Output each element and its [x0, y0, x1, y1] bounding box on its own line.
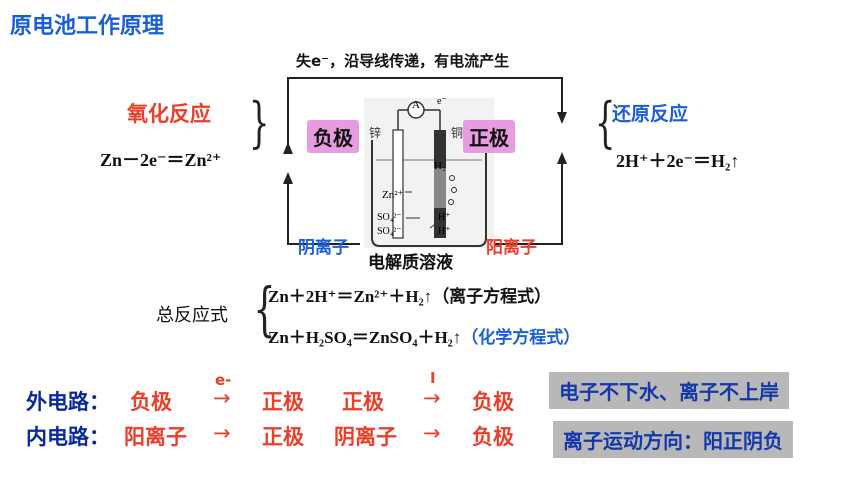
external-wire	[287, 77, 563, 148]
right-brace: {	[594, 91, 616, 154]
external-arrow-2: →	[423, 386, 441, 410]
h-plus-label-2: H⁺	[438, 226, 451, 237]
oxidation-title: 氧化反应	[127, 102, 211, 126]
electron-arrow-label: e-	[215, 371, 232, 389]
internal-arrow-2: →	[423, 421, 441, 445]
internal-wire-right	[470, 158, 563, 245]
external-to-2: 负极	[472, 390, 514, 414]
anode-label: 负极	[307, 120, 359, 153]
cation-label: 阳离子	[486, 238, 537, 258]
zinc-label: 锌	[369, 126, 382, 140]
zinc-electrode	[392, 129, 404, 239]
external-from-2: 正极	[342, 390, 384, 414]
chemical-equation-row: Zn＋H₂SO₄＝ZnSO₄＋H₂↑（化学方程式）	[268, 323, 580, 348]
left-brace: }	[248, 91, 270, 154]
internal-arrow-1: →	[213, 421, 231, 445]
chemical-note: （化学方程式）	[461, 328, 581, 348]
mnemonic-ion-box: 离子运动方向：阳正阴负	[553, 421, 793, 458]
external-arrow-1: →	[213, 386, 231, 410]
ionic-equation-row: Zn＋2H⁺＝Zn²⁺＋H₂↑（离子方程式）	[268, 282, 551, 307]
wire-arrow-up-left	[283, 142, 293, 154]
internal-from-2: 阴离子	[334, 425, 397, 449]
h2-label: H₂	[434, 160, 446, 172]
electron-symbol: e⁻	[437, 96, 447, 107]
reduction-title: 还原反应	[612, 103, 689, 125]
ionic-note: （离子方程式）	[432, 287, 552, 307]
copper-label: 铜	[451, 126, 464, 140]
electron-flow-text: 失e⁻，沿导线传递，有电流产生	[296, 52, 510, 70]
cathode-label: 正极	[463, 120, 515, 153]
internal-from-1: 阳离子	[124, 425, 187, 449]
ammeter-symbol: A	[412, 99, 420, 111]
electrolyte-label: 电解质溶液	[368, 253, 453, 273]
reduction-equation: 2H⁺＋2e⁻＝H₂↑	[616, 151, 740, 171]
internal-circuit-label: 内电路：	[26, 425, 110, 449]
internal-to-2: 负极	[472, 425, 514, 449]
wire-arrow-down	[557, 112, 567, 124]
h-plus-label-1: H⁺	[438, 212, 451, 223]
external-circuit-label: 外电路：	[26, 390, 110, 414]
oxidation-equation: Zn－2e⁻＝Zn²⁺	[100, 150, 222, 170]
sulfate-label-1: SO₄²⁻	[377, 212, 402, 223]
current-arrow-label: I	[430, 369, 436, 387]
internal-to-1: 正极	[262, 425, 304, 449]
zinc-ion-label: Zn²⁺	[382, 189, 404, 201]
external-to-1: 正极	[262, 390, 304, 414]
chemical-equation: Zn＋H₂SO₄＝ZnSO₄＋H₂↑	[268, 328, 462, 347]
overall-label: 总反应式	[156, 305, 228, 326]
external-from-1: 负极	[130, 390, 172, 414]
overall-brace: {	[253, 275, 276, 343]
page-title: 原电池工作原理	[10, 14, 165, 39]
mnemonic-electron-box: 电子不下水、离子不上岸	[549, 372, 789, 409]
ionic-equation: Zn＋2H⁺＝Zn²⁺＋H₂↑	[268, 287, 433, 306]
internal-wire-left	[287, 178, 360, 245]
anion-label: 阴离子	[298, 238, 349, 258]
sulfate-label-2: SO₄²⁻	[377, 226, 402, 237]
